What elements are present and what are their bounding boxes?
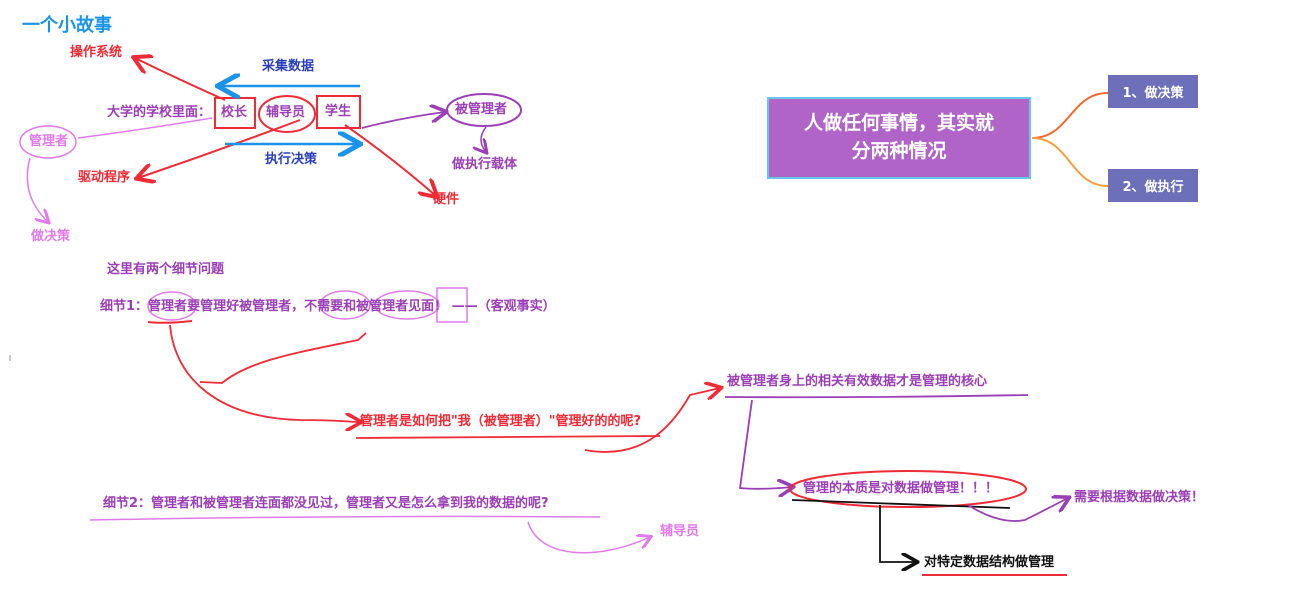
center-line-1: 人做任何事情，其实就 (803, 112, 994, 135)
d1-meet-box (436, 287, 468, 323)
principal-label: 校长 (221, 105, 248, 120)
counselor-2-label: 辅导员 (660, 524, 700, 539)
core-to-essence (738, 399, 792, 489)
d1-noneed-ellipse (319, 290, 371, 320)
arrow-to-decide (26, 157, 48, 222)
collect-label: 采集数据 (262, 59, 315, 74)
mindmap-branch-2 (1031, 137, 1109, 187)
core-underline (724, 394, 1029, 399)
arrow-to-managed (361, 112, 445, 129)
manager-label: 管理者 (29, 134, 69, 149)
d1-curve-back (199, 332, 367, 384)
essence-underline (791, 499, 1011, 509)
mindmap-branch-decide: 1、做决策 (1108, 75, 1198, 108)
d1-prefix: 细节1： (100, 299, 149, 314)
manager-link (77, 117, 213, 139)
os-label: 操作系统 (70, 45, 123, 60)
story-title: 一个小故事 (22, 15, 112, 36)
d1-fact: ！ ——（客观事实） (434, 299, 556, 314)
d1-manager-ellipse (147, 291, 197, 321)
details-intro: 这里有两个细节问题 (107, 262, 225, 277)
student-box (316, 95, 361, 129)
d2-underline (89, 515, 601, 521)
essence-ellipse (789, 470, 1027, 508)
managed-label: 被管理者 (455, 102, 508, 117)
d1-curve-question (169, 324, 360, 422)
arrow-to-hardware (344, 124, 436, 196)
d1-underline (147, 320, 193, 324)
student-label: 学生 (325, 104, 352, 119)
hardware-label: 硬件 (433, 192, 460, 207)
question-text: 管理者是如何把"我（被管理者）"管理好的的呢? (360, 414, 642, 429)
essence-to-need (967, 498, 1068, 522)
branch-1-label: 1、做决策 (1122, 86, 1184, 101)
d2-to-counselor (527, 521, 650, 554)
essence-text: 管理的本质是对数据做管理！！！ (803, 481, 999, 496)
arrow-to-carrier (481, 126, 486, 152)
mindmap-branch-execute: 2、做执行 (1108, 169, 1198, 202)
execute-label: 执行决策 (265, 152, 318, 167)
arrow-to-driver (138, 119, 301, 178)
question-to-core (584, 388, 720, 453)
decide-label: 做决策 (31, 229, 71, 244)
carrier-label: 做执行载体 (452, 157, 518, 172)
essence-to-structure (879, 505, 916, 562)
structure-text: 对特定数据结构做管理 (924, 555, 1055, 570)
branch-2-label: 2、做执行 (1122, 180, 1184, 195)
detail-1-line: 细节1：管理者要管理好被管理者，不需要和被管理者见面！ ——（客观事实） (100, 300, 556, 313)
d1-managed-ellipse (374, 290, 440, 320)
manager-ellipse (19, 125, 77, 159)
counselor-label: 辅导员 (266, 105, 306, 120)
detail-2-text: 细节2：管理者和被管理者连面都没见过，管理者又是怎么拿到我的数据的呢? (103, 496, 549, 511)
core-text: 被管理者身上的相关有效数据才是管理的核心 (727, 374, 988, 389)
center-line-2: 分两种情况 (851, 140, 947, 162)
mindmap-center-node: 人做任何事情，其实就 分两种情况 (767, 97, 1031, 179)
d1-manage-well: 要管理好被管理者， (187, 299, 305, 314)
school-prefix: 大学的学校里面： (107, 105, 212, 120)
driver-label: 驱动程序 (78, 170, 131, 185)
d1-manager: 管理者 (148, 299, 188, 314)
d1-and: 和 (343, 299, 357, 314)
question-underline (355, 435, 661, 439)
mindmap-branch-1 (1031, 92, 1109, 139)
d1-meet: 见面 (408, 299, 435, 314)
counselor-ellipse (258, 95, 316, 133)
need-text: 需要根据数据做决策！ (1074, 490, 1205, 505)
arrow-to-os (135, 58, 226, 101)
d1-noneed: 不需要 (304, 299, 344, 314)
d1-managed: 被管理者 (356, 299, 409, 314)
